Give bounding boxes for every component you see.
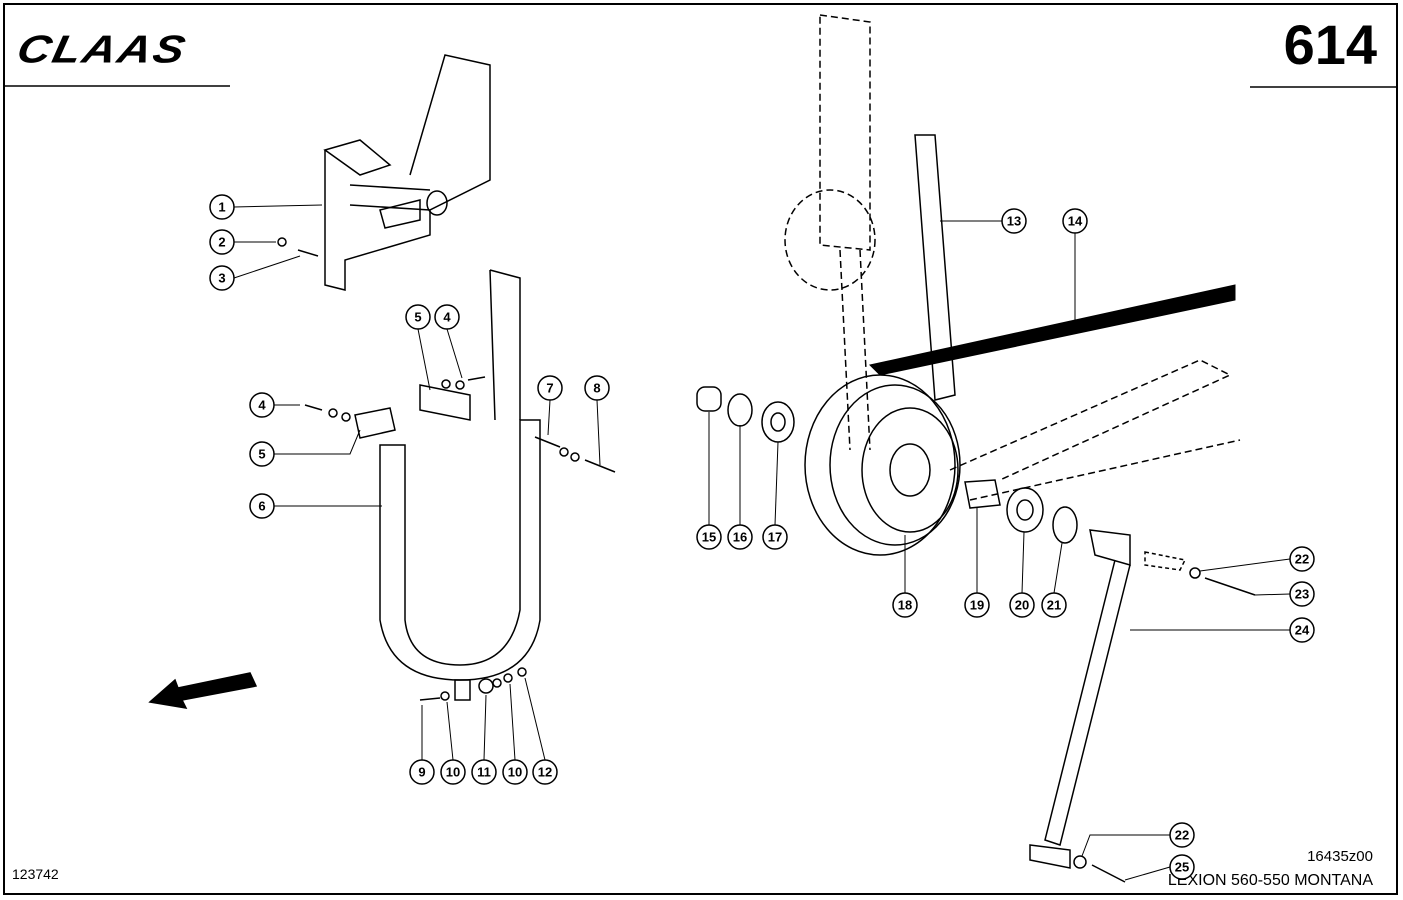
svg-text:4: 4: [443, 310, 451, 325]
svg-text:6: 6: [258, 499, 265, 514]
callout-12: 12: [532, 759, 558, 785]
tension-arm-part: [1029, 529, 1256, 883]
svg-text:9: 9: [418, 765, 425, 780]
belts: [869, 134, 1236, 401]
svg-text:21: 21: [1047, 598, 1061, 613]
svg-text:20: 20: [1015, 598, 1029, 613]
callout-7: 7: [537, 375, 563, 401]
callout-20: 20: [1009, 592, 1035, 618]
callout-5: 5: [249, 441, 275, 467]
lever-dashed: [784, 14, 1241, 501]
callout-18: 18: [892, 592, 918, 618]
callout-4: 4: [434, 304, 460, 330]
callout-17: 17: [762, 524, 788, 550]
callout-3: 3: [209, 265, 235, 291]
callout-21: 21: [1041, 592, 1067, 618]
callout-5: 5: [405, 304, 431, 330]
svg-text:22: 22: [1175, 828, 1189, 843]
callout-11: 11: [471, 759, 497, 785]
svg-text:1: 1: [218, 200, 225, 215]
callout-22: 22: [1289, 546, 1315, 572]
u-strap-part: [354, 269, 541, 701]
svg-text:12: 12: [538, 765, 552, 780]
model-name: LEXION 560-550 MONTANA: [1167, 872, 1373, 889]
svg-text:24: 24: [1295, 623, 1310, 638]
svg-text:18: 18: [898, 598, 912, 613]
callout-10: 10: [502, 759, 528, 785]
callout-19: 19: [964, 592, 990, 618]
drawing-number: 123742: [12, 866, 59, 882]
bushings-bearings: [696, 386, 1078, 544]
callout-2: 2: [209, 229, 235, 255]
svg-text:5: 5: [258, 447, 265, 462]
callouts: 1 2 3 5 4 4 5 6 7 8 9 10 11 10 12 13 14 …: [209, 194, 1315, 880]
svg-text:23: 23: [1295, 587, 1309, 602]
svg-text:16: 16: [733, 530, 747, 545]
hardware-parts: [277, 237, 616, 701]
pulley-part: [804, 374, 961, 556]
svg-text:5: 5: [414, 310, 421, 325]
svg-text:13: 13: [1007, 214, 1021, 229]
callout-14: 14: [1062, 208, 1088, 234]
callout-10: 10: [440, 759, 466, 785]
svg-text:10: 10: [508, 765, 522, 780]
callout-13: 13: [1001, 208, 1027, 234]
bracket-part: [323, 54, 491, 291]
svg-text:10: 10: [446, 765, 460, 780]
callout-1: 1: [209, 194, 235, 220]
callout-16: 16: [727, 524, 753, 550]
svg-text:17: 17: [768, 530, 782, 545]
svg-text:7: 7: [546, 381, 553, 396]
svg-text:22: 22: [1295, 552, 1309, 567]
svg-text:8: 8: [593, 381, 600, 396]
svg-text:14: 14: [1068, 214, 1083, 229]
callout-4: 4: [249, 392, 275, 418]
page-number: 614: [1283, 13, 1377, 76]
callout-24: 24: [1289, 617, 1315, 643]
svg-text:25: 25: [1175, 860, 1189, 875]
callout-8: 8: [584, 375, 610, 401]
callout-15: 15: [696, 524, 722, 550]
svg-text:11: 11: [477, 765, 491, 780]
callout-9: 9: [409, 759, 435, 785]
svg-text:15: 15: [702, 530, 716, 545]
callout-22: 22: [1169, 822, 1195, 848]
svg-text:4: 4: [258, 398, 266, 413]
callout-6: 6: [249, 493, 275, 519]
callout-25: 25: [1169, 854, 1195, 880]
direction-arrow: [148, 672, 258, 709]
reference-code: 16435z00: [1307, 848, 1373, 865]
callout-23: 23: [1289, 581, 1315, 607]
page-frame: [3, 3, 1398, 895]
svg-text:19: 19: [970, 598, 984, 613]
svg-text:2: 2: [218, 235, 225, 250]
leader-lines: [233, 204, 1291, 881]
svg-text:3: 3: [218, 271, 225, 286]
